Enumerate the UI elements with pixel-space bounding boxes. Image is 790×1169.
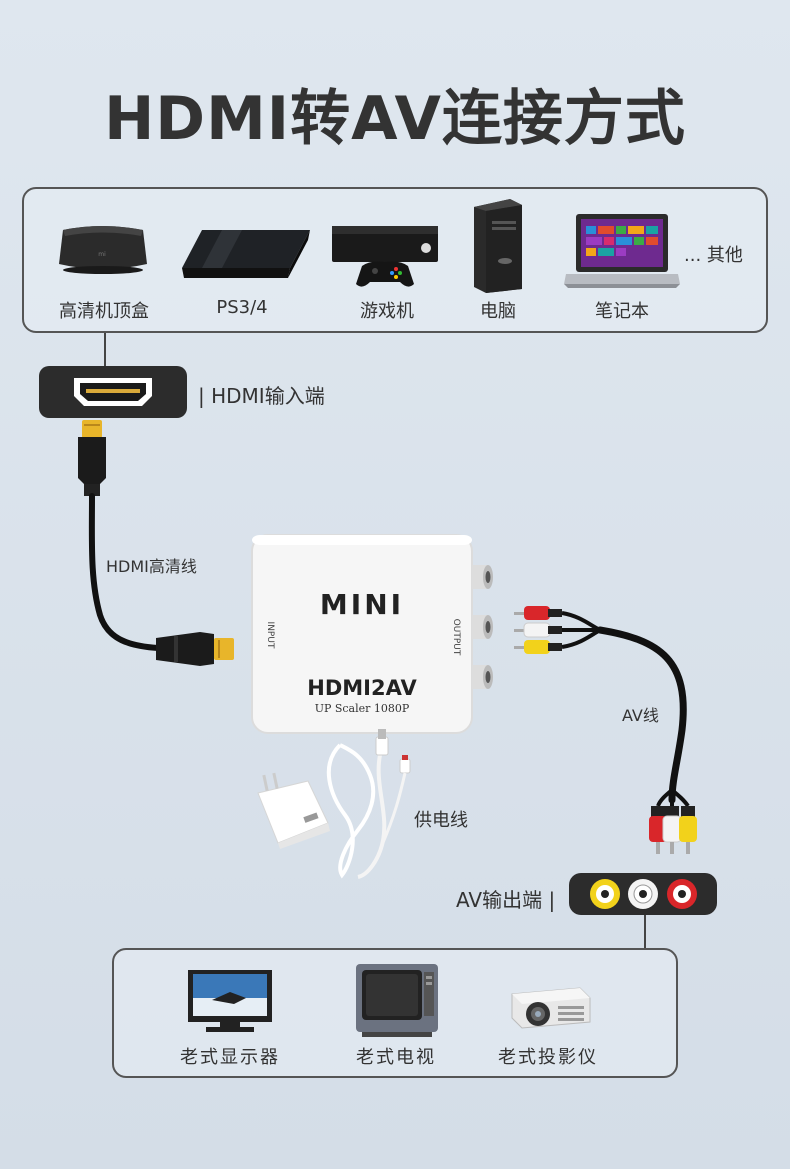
source-label-ps: PS3/4	[216, 297, 268, 318]
target-label-monitor: 老式显示器	[180, 1047, 280, 1068]
hdmi-port-icon	[74, 378, 152, 406]
connector-line	[104, 333, 106, 366]
laptop-icon	[564, 214, 680, 288]
source-others: ... 其他	[684, 245, 743, 266]
converter-brand: MINI	[319, 588, 405, 621]
source-label-laptop: 笔记本	[595, 301, 649, 322]
source-label-pc: 电脑	[480, 301, 516, 322]
page-title: HDMI转AV连接方式	[104, 84, 686, 154]
target-label-projector: 老式投影仪	[498, 1047, 598, 1068]
power-adapter-icon	[257, 729, 411, 879]
connector-line-bottom	[644, 915, 646, 948]
hdmi-input-label: | HDMI输入端	[198, 384, 325, 408]
av-cable-label: AV线	[622, 706, 659, 725]
av-output-label: AV输出端 |	[456, 888, 556, 912]
svg-text:mi: mi	[98, 251, 106, 258]
converter-model: HDMI2AV	[307, 676, 417, 700]
hdmi-cable-label: HDMI高清线	[106, 557, 197, 576]
crt-tv-icon	[356, 964, 438, 1037]
desktop-tower-icon	[474, 199, 522, 293]
rca-jacks-icon	[590, 879, 697, 909]
xbox-console-icon	[332, 226, 438, 287]
converter-spec: UP Scaler 1080P	[314, 702, 410, 715]
converter-box	[251, 534, 493, 734]
crt-monitor-icon	[188, 970, 272, 1032]
set-top-box-icon: mi	[59, 226, 147, 274]
source-label-stb: 高清机顶盒	[59, 301, 149, 322]
projector-icon	[511, 987, 591, 1029]
game-console-icon	[182, 230, 310, 278]
power-cable-label: 供电线	[414, 810, 468, 831]
source-label-xbox: 游戏机	[360, 301, 414, 322]
target-label-tv: 老式电视	[356, 1047, 436, 1068]
